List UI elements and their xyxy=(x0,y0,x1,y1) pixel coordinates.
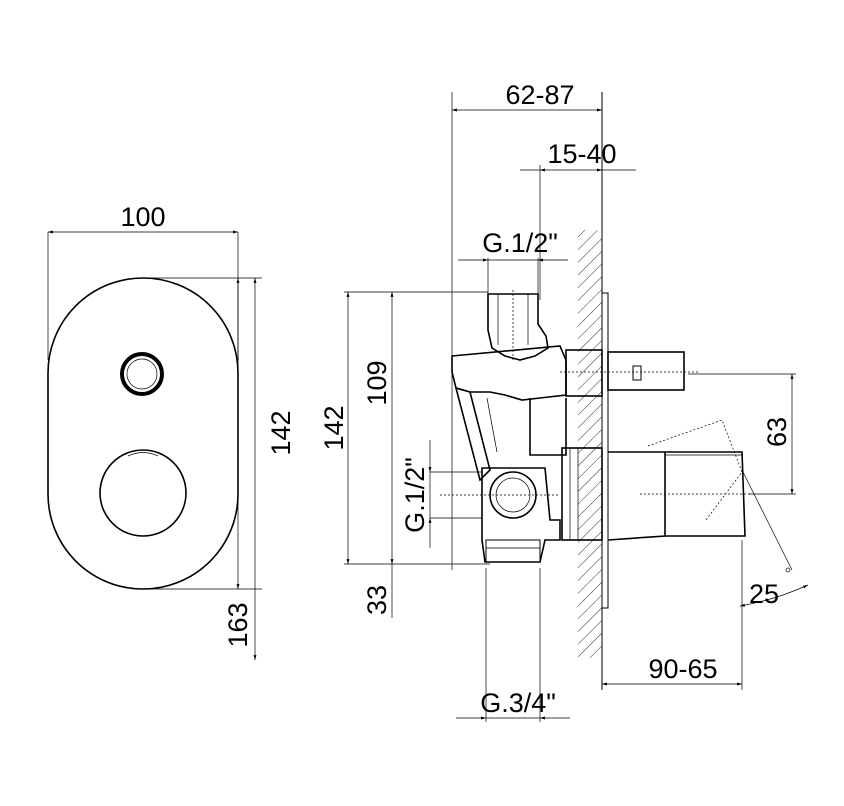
dim-thread-bottom: G.3/4" xyxy=(456,568,570,722)
dim-thread-top-label: G.1/2" xyxy=(482,228,558,258)
dim-thread-side: G.1/2" xyxy=(400,440,482,548)
valve-body xyxy=(440,290,750,563)
dim-inlet-height-label: 109 xyxy=(362,360,392,405)
dim-wall-range: 15-40 xyxy=(520,139,636,300)
dim-plate-height: 142 xyxy=(150,277,296,590)
dim-thread-bottom-label: G.3/4" xyxy=(480,688,556,718)
dim-rotation-angle-label: 25 xyxy=(749,579,779,609)
cover-plate xyxy=(47,277,239,590)
wall-hatch xyxy=(578,230,602,658)
dim-outlet-spacing-label: 63 xyxy=(762,417,792,447)
dim-depth-range: 62-87 xyxy=(451,80,602,570)
dim-depth-range-label: 62-87 xyxy=(505,80,574,110)
dim-handle-range-label: 90-65 xyxy=(648,654,717,684)
dim-bottom-offset-label: 33 xyxy=(362,585,392,615)
dim-rotation-angle: 25 xyxy=(739,469,809,609)
dim-plate-height-label: 142 xyxy=(266,410,296,455)
front-view xyxy=(47,277,239,590)
dim-inlet-height: 109 xyxy=(362,292,394,564)
dim-wall-range-label: 15-40 xyxy=(547,139,616,169)
knob-notch xyxy=(127,452,159,457)
dim-plate-total-label: 163 xyxy=(223,602,253,647)
dim-plate-width: 100 xyxy=(47,202,239,360)
dim-bottom-offset: 33 xyxy=(362,564,393,618)
dim-handle-range: 90-65 xyxy=(602,540,743,690)
dim-plate-width-label: 100 xyxy=(120,202,165,232)
dim-plate-total: 163 xyxy=(223,278,257,660)
dim-thread-side-label: G.1/2" xyxy=(400,457,430,533)
dim-body-height: 142 xyxy=(319,291,490,565)
push-button-icon xyxy=(120,352,164,396)
dim-body-height-label: 142 xyxy=(319,405,349,450)
handle-knob xyxy=(99,449,187,537)
wall-section xyxy=(578,92,609,690)
wall-plate xyxy=(601,292,609,609)
dim-thread-top: G.1/2" xyxy=(458,228,568,300)
dim-outlet-spacing: 63 xyxy=(688,373,796,495)
push-button-inner xyxy=(126,358,158,390)
